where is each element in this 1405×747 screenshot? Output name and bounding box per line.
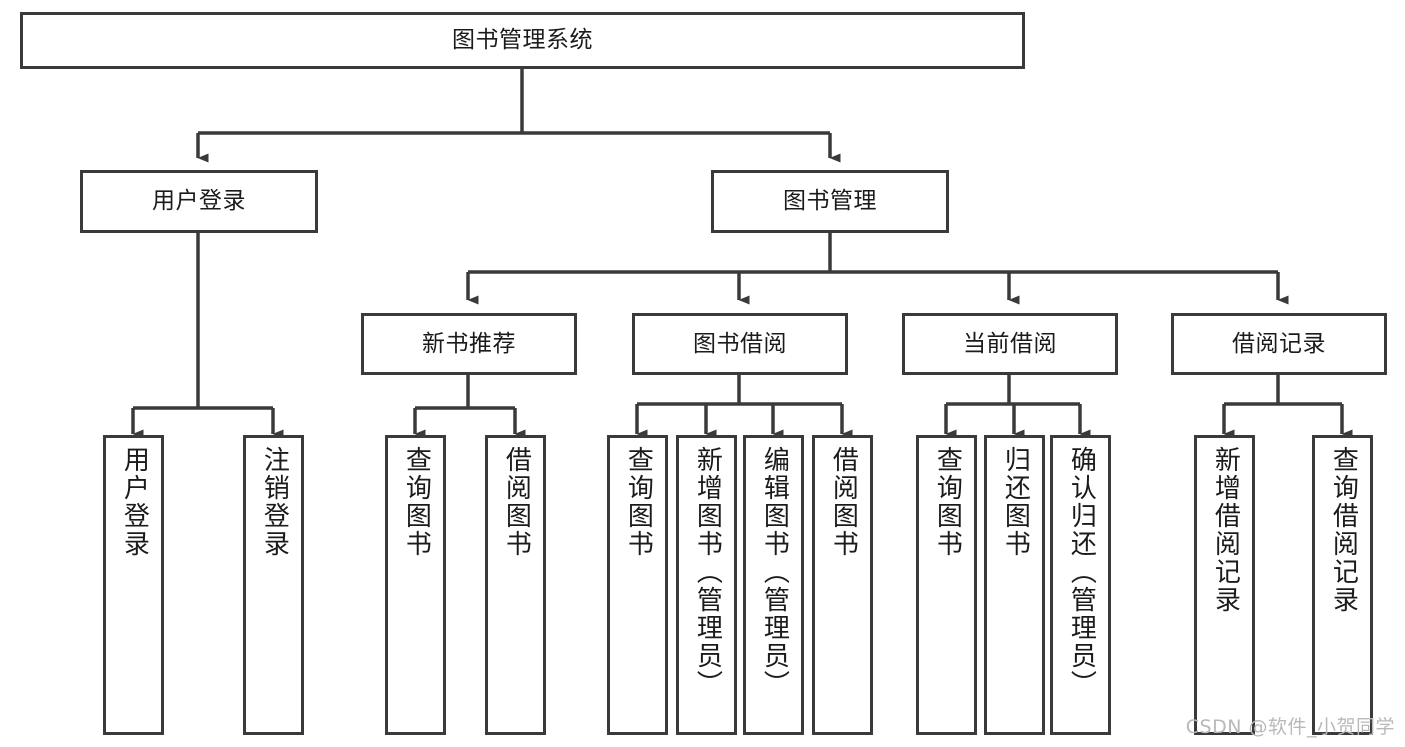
node-leaf-query-borrow-record[interactable]: 查询借阅记录 (1312, 435, 1373, 735)
node-label: 借阅图书 (828, 446, 859, 558)
node-label: 新增借阅记录 (1210, 446, 1241, 614)
node-label: 编辑图书（管理员） (759, 446, 790, 698)
node-label: 借阅记录 (1232, 330, 1326, 357)
node-label: 图书管理系统 (452, 27, 593, 54)
node-label: 归还图书 (1000, 446, 1031, 558)
node-leaf-confirm-return[interactable]: 确认归还（管理员） (1050, 435, 1111, 735)
node-label: 查询借阅记录 (1328, 446, 1359, 614)
node-label: 新增图书（管理员） (692, 446, 723, 698)
node-leaf-query-book-borrow[interactable]: 查询图书 (607, 435, 668, 735)
node-label: 注销登录 (259, 446, 290, 558)
node-label: 借阅图书 (501, 446, 532, 558)
node-leaf-add-borrow-record[interactable]: 新增借阅记录 (1194, 435, 1255, 735)
node-leaf-user-login[interactable]: 用户登录 (103, 435, 164, 735)
node-user-login[interactable]: 用户登录 (80, 170, 318, 233)
node-root-book-management-system[interactable]: 图书管理系统 (20, 12, 1025, 69)
node-label: 查询图书 (932, 446, 963, 558)
node-leaf-edit-book[interactable]: 编辑图书（管理员） (743, 435, 804, 735)
node-label: 查询图书 (401, 446, 432, 558)
node-label: 用户登录 (119, 446, 150, 558)
node-label: 图书借阅 (693, 330, 787, 357)
node-leaf-query-book-recommend[interactable]: 查询图书 (385, 435, 446, 735)
node-leaf-borrow-book[interactable]: 借阅图书 (812, 435, 873, 735)
node-label: 查询图书 (623, 446, 654, 558)
node-label: 图书管理 (783, 188, 877, 215)
node-new-book-recommend[interactable]: 新书推荐 (361, 313, 577, 375)
node-book-borrow[interactable]: 图书借阅 (632, 313, 848, 375)
node-label: 新书推荐 (422, 330, 516, 357)
node-leaf-logout-login[interactable]: 注销登录 (243, 435, 304, 735)
node-current-borrow[interactable]: 当前借阅 (902, 313, 1118, 375)
node-leaf-query-book-current[interactable]: 查询图书 (916, 435, 977, 735)
node-label: 当前借阅 (963, 330, 1057, 357)
node-book-management[interactable]: 图书管理 (711, 170, 949, 233)
node-leaf-return-book[interactable]: 归还图书 (984, 435, 1045, 735)
node-label: 用户登录 (152, 188, 246, 215)
node-leaf-borrow-book-recommend[interactable]: 借阅图书 (485, 435, 546, 735)
node-label: 确认归还（管理员） (1066, 446, 1097, 698)
node-leaf-add-book[interactable]: 新增图书（管理员） (676, 435, 737, 735)
node-borrow-record[interactable]: 借阅记录 (1171, 313, 1387, 375)
